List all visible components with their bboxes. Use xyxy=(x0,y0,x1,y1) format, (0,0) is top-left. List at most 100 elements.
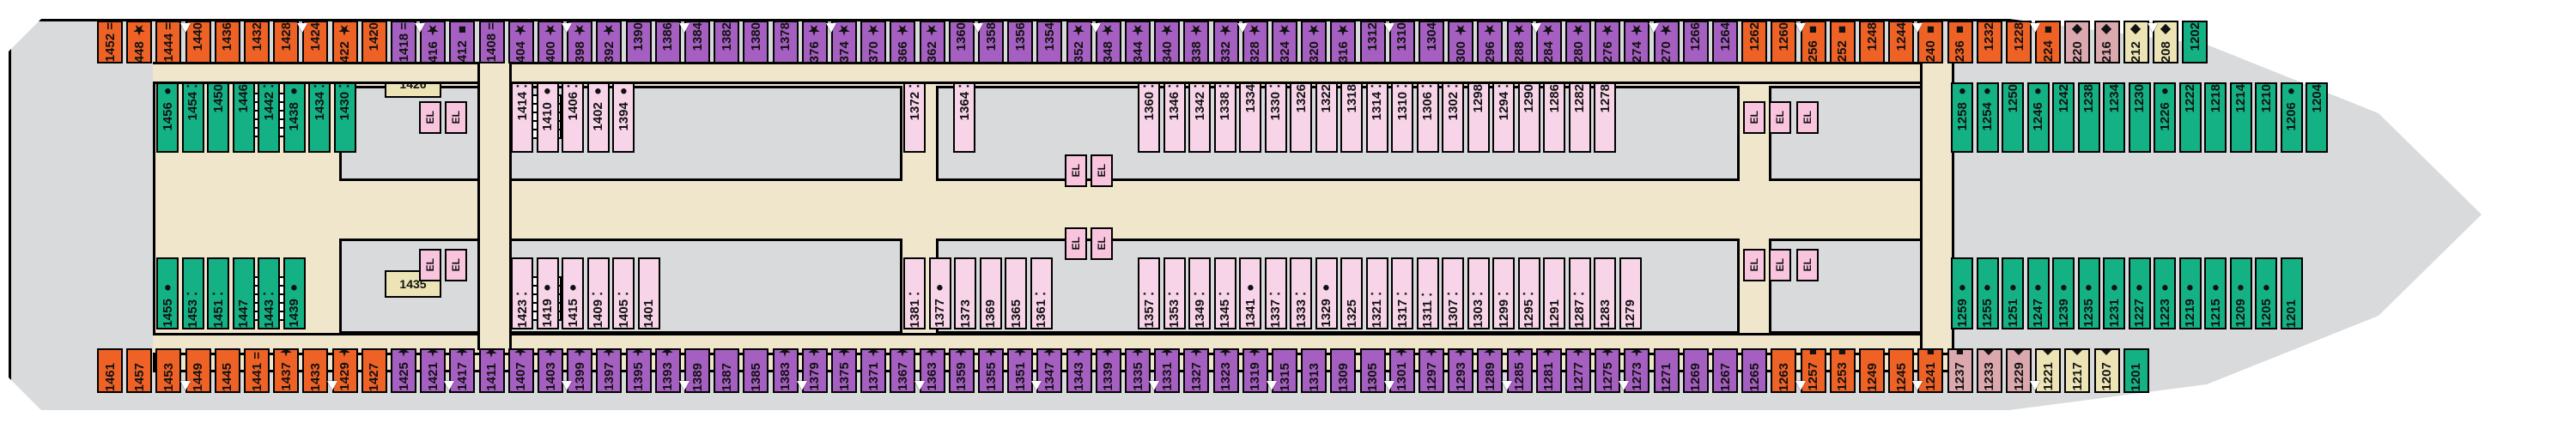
cabin-1250[interactable]: 1250 xyxy=(2002,82,2024,153)
cabin-1418[interactable]: 1418 = xyxy=(391,21,416,63)
cabin-1335[interactable]: 1335 ★ xyxy=(1125,348,1151,393)
cabin-1357[interactable]: 1357 ⁚ xyxy=(1138,257,1160,329)
cabin-1227[interactable]: 1227 ● xyxy=(2128,257,2151,329)
cabin-1263[interactable]: 1263 xyxy=(1771,348,1797,393)
elevator-mid-3[interactable]: EL xyxy=(1065,227,1087,260)
cabin-1397[interactable]: 1397 ★ xyxy=(596,348,623,393)
cabin-1218[interactable]: 1218 xyxy=(2204,82,2227,153)
cabin-1230[interactable]: 1230 xyxy=(2128,82,2151,153)
cabin-1409[interactable]: 1409 ⁚ xyxy=(586,257,610,329)
cabin-1264[interactable]: 1264 xyxy=(1712,21,1738,63)
cabin-1214[interactable]: 1214 xyxy=(2229,82,2252,153)
cabin-1454[interactable]: 1454 ⁚ xyxy=(181,82,204,153)
cabin-1416[interactable]: 1416 ★ xyxy=(420,21,447,63)
cabin-1282[interactable]: 1282 xyxy=(1568,82,1591,153)
cabin-1254[interactable]: 1254 ● xyxy=(1976,82,1999,153)
cabin-1236[interactable]: 1236 ■ xyxy=(1947,21,1973,63)
cabin-1445[interactable]: 1445 xyxy=(214,348,240,393)
cabin-1324[interactable]: 1324 ★ xyxy=(1272,21,1297,63)
cabin-1412[interactable]: 1412 ■ xyxy=(449,21,476,63)
cabin-1448[interactable]: 1448 ★ xyxy=(126,21,153,63)
cabin-1265[interactable]: 1265 xyxy=(1741,348,1768,393)
cabin-1316[interactable]: 1316 ★ xyxy=(1330,21,1357,63)
cabin-1380[interactable]: 1380 xyxy=(743,21,769,63)
cabin-1385[interactable]: 1385 xyxy=(743,348,769,393)
elevator-aft-6[interactable]: EL xyxy=(1796,249,1819,281)
cabin-1419[interactable]: 1419 ● xyxy=(536,257,559,329)
elevator-fwd-4[interactable]: EL xyxy=(445,249,467,281)
cabin-1351[interactable]: 1351 ★ xyxy=(1007,348,1034,393)
cabin-1201[interactable]: 1201 xyxy=(2123,348,2149,393)
elevator-aft-4[interactable]: EL xyxy=(1743,249,1765,281)
cabin-1343[interactable]: 1343 ★ xyxy=(1066,348,1092,393)
cabin-1372[interactable]: 1372 ⁚ xyxy=(903,82,926,153)
cabin-1295[interactable]: 1295 ⁚ xyxy=(1517,257,1540,329)
cabin-1255[interactable]: 1255 ● xyxy=(1976,257,1999,329)
cabin-1215[interactable]: 1215 ● xyxy=(2204,257,2227,329)
cabin-1202[interactable]: 1202 xyxy=(2182,21,2208,63)
cabin-1410[interactable]: 1410 ● xyxy=(536,82,559,153)
cabin-1352[interactable]: 1352 ★ xyxy=(1066,21,1092,63)
cabin-1383[interactable]: 1383 ★ xyxy=(772,348,799,393)
cabin-1278[interactable]: 1278 xyxy=(1594,82,1616,153)
cabin-1329[interactable]: 1329 ● xyxy=(1315,257,1338,329)
cabin-1232[interactable]: 1232 xyxy=(1976,21,2002,63)
cabin-1401[interactable]: 1401 xyxy=(637,257,660,329)
cabin-1246[interactable]: 1246 ● xyxy=(2026,82,2050,153)
cabin-1356[interactable]: 1356 xyxy=(1007,21,1034,63)
cabin-1274[interactable]: 1274 ★ xyxy=(1624,21,1650,63)
cabin-1207[interactable]: 1207 ◆ xyxy=(2093,348,2120,393)
elevator-mid-1[interactable]: EL xyxy=(1065,154,1087,187)
cabin-1249[interactable]: 1249 xyxy=(1859,348,1885,393)
cabin-1408[interactable]: 1408 = xyxy=(478,21,505,63)
cabin-1231[interactable]: 1231 ● xyxy=(2103,257,2125,329)
cabin-1226[interactable]: 1226 ● xyxy=(2154,82,2176,153)
cabin-1253[interactable]: 1253 ■ xyxy=(1829,348,1856,393)
cabin-1204[interactable]: 1204 xyxy=(2306,82,2328,153)
cabin-1455[interactable]: 1455 ● xyxy=(156,257,179,329)
cabin-1423[interactable]: 1423 ⁚ xyxy=(511,257,533,329)
cabin-1421[interactable]: 1421 ★ xyxy=(420,348,447,393)
cabin-1321[interactable]: 1321 ⁚ xyxy=(1365,257,1388,329)
cabin-1303[interactable]: 1303 ⁚ xyxy=(1467,257,1490,329)
cabin-1395[interactable]: 1395 ★ xyxy=(625,348,652,393)
cabin-1450[interactable]: 1450 xyxy=(207,82,229,153)
cabin-1354[interactable]: 1354 xyxy=(1036,21,1063,63)
cabin-1344[interactable]: 1344 ★ xyxy=(1125,21,1151,63)
cabin-1313[interactable]: 1313 xyxy=(1301,348,1327,393)
cabin-1339[interactable]: 1339 ★ xyxy=(1095,348,1121,393)
cabin-1287[interactable]: 1287 ⁚ xyxy=(1568,257,1591,329)
cabin-1267[interactable]: 1267 xyxy=(1712,348,1738,393)
cabin-1291[interactable]: 1291 xyxy=(1543,257,1565,329)
cabin-1330[interactable]: 1330 ⁚ xyxy=(1264,82,1287,153)
cabin-1428[interactable]: 1428 xyxy=(273,21,300,63)
cabin-1433[interactable]: 1433 xyxy=(302,348,329,393)
cabin-1453[interactable]: 1453 ⁚ xyxy=(181,257,204,329)
cabin-1289[interactable]: 1289 ★ xyxy=(1477,348,1504,393)
elevator-aft-1[interactable]: EL xyxy=(1743,101,1765,134)
cabin-1288[interactable]: 1288 ★ xyxy=(1506,21,1533,63)
cabin-1364[interactable]: 1364 ⁚ xyxy=(953,82,975,153)
cabin-1309[interactable]: 1309 xyxy=(1330,348,1357,393)
cabin-1281[interactable]: 1281 ★ xyxy=(1535,348,1562,393)
cabin-1311[interactable]: 1311 ⁚ xyxy=(1416,257,1439,329)
cabin-1430[interactable]: 1430 ⁚ xyxy=(333,82,356,153)
cabin-1221[interactable]: 1221 ◆ xyxy=(2035,348,2062,393)
cabin-1406[interactable]: 1406 ⁚ xyxy=(562,82,584,153)
cabin-1244[interactable]: 1244 xyxy=(1888,21,1915,63)
cabin-1422[interactable]: 1422 ★ xyxy=(331,21,358,63)
cabin-1359[interactable]: 1359 ★ xyxy=(948,348,975,393)
cabin-1233[interactable]: 1233 ◆ xyxy=(1976,348,2002,393)
cabin-1355[interactable]: 1355 ★ xyxy=(978,348,1004,393)
cabin-1307[interactable]: 1307 ⁚ xyxy=(1442,257,1464,329)
cabin-1442[interactable]: 1442 ⁚ xyxy=(258,82,280,153)
cabin-1434[interactable]: 1434 ⁚ xyxy=(308,82,331,153)
cabin-1361[interactable]: 1361 ⁚ xyxy=(1030,257,1053,329)
cabin-1456[interactable]: 1456 ● xyxy=(156,82,179,153)
cabin-1415[interactable]: 1415 ● xyxy=(562,257,584,329)
cabin-1439[interactable]: 1439 ● xyxy=(283,257,306,329)
cabin-1387[interactable]: 1387 xyxy=(714,348,740,393)
elevator-aft-2[interactable]: EL xyxy=(1769,101,1791,134)
cabin-1262[interactable]: 1262 xyxy=(1741,21,1768,63)
cabin-1210[interactable]: 1210 xyxy=(2255,82,2277,153)
